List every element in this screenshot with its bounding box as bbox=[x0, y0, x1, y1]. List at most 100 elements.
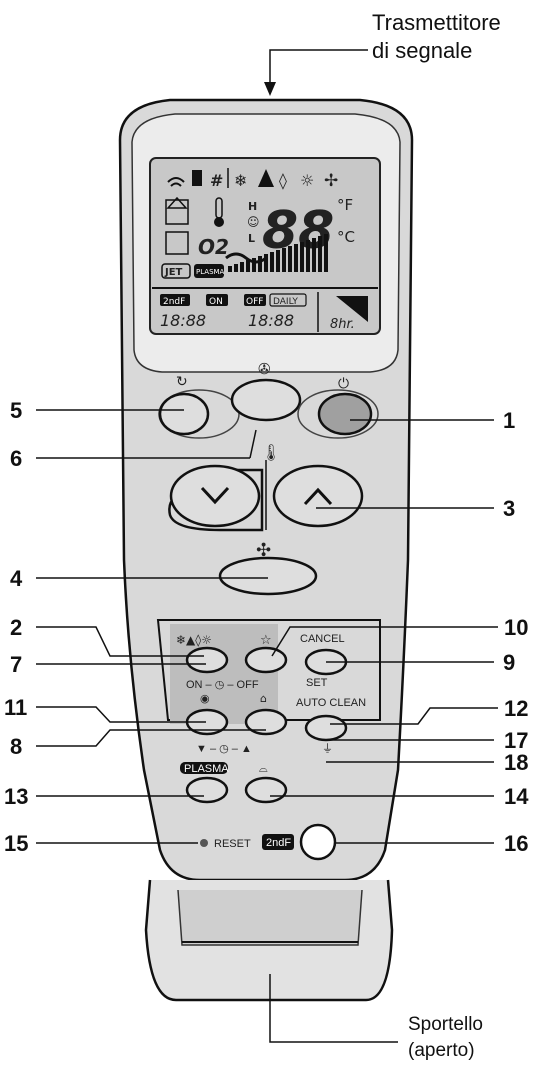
fan-speed-bars bbox=[228, 234, 328, 272]
timer-off-digits: 18:88 bbox=[248, 311, 294, 330]
callout-10: 10 bbox=[504, 615, 528, 640]
heat-icon: ☼ bbox=[300, 171, 314, 190]
on-lcd-label: ON bbox=[209, 297, 223, 307]
second-f-button[interactable] bbox=[299, 823, 337, 861]
mode-icons: ❄▲◊☼ bbox=[176, 633, 212, 647]
callout-2: 2 bbox=[10, 615, 22, 640]
door-inner bbox=[177, 889, 363, 946]
callout-15: 15 bbox=[4, 831, 28, 856]
timer-on-off-label: ON – ◷ – OFF bbox=[186, 679, 259, 691]
callout-18: 18 bbox=[504, 750, 528, 775]
o2-label: O2 bbox=[198, 235, 229, 259]
callout-11: 11 bbox=[4, 695, 27, 720]
sleep-star-icon bbox=[336, 296, 368, 322]
second-f-badge-label: 2ndF bbox=[266, 837, 291, 849]
temperature-icon: 🌡 bbox=[261, 443, 281, 462]
battery-icon bbox=[192, 170, 202, 186]
timer-up-icon: ⌂ bbox=[260, 692, 267, 705]
sleep-button[interactable] bbox=[244, 646, 288, 674]
callout-17: 17 bbox=[504, 728, 528, 753]
plasma-indicator-box bbox=[194, 264, 224, 278]
smile-icon: ☺ bbox=[247, 215, 260, 229]
temp-up-button[interactable] bbox=[272, 464, 364, 528]
fan-high-label: H bbox=[248, 200, 257, 213]
transmitter-label-line2: di segnale bbox=[372, 38, 472, 63]
door-leader bbox=[269, 974, 398, 1043]
lcd-icon-row: # ❄ ◊ ☼ ✢ bbox=[167, 168, 338, 191]
callout-13: 13 bbox=[4, 784, 28, 809]
door-label-line2: (aperto) bbox=[408, 1040, 475, 1061]
home-icon bbox=[165, 199, 189, 225]
door-label-line1: Sportello bbox=[408, 1014, 483, 1035]
callout-5: 5 bbox=[10, 398, 22, 423]
sleep-hours-label: 8hr. bbox=[330, 317, 355, 332]
lcd-timer: 2ndF ON OFF DAILY 18:88 18:88 8hr. bbox=[152, 287, 378, 332]
power-icon: ⏻ bbox=[338, 376, 349, 392]
callout-1: 1 bbox=[503, 408, 515, 433]
swing-button[interactable] bbox=[158, 392, 210, 436]
callout-4: 4 bbox=[10, 566, 23, 591]
fan-icon: ✣ bbox=[256, 540, 271, 561]
power-plug-icon: ⏚ bbox=[322, 742, 333, 755]
reset-button[interactable] bbox=[200, 839, 208, 847]
auto-clean-button[interactable] bbox=[304, 714, 348, 742]
second-f-indicator bbox=[160, 294, 190, 306]
fan-speed-button[interactable] bbox=[218, 556, 318, 596]
unit-celsius: °C bbox=[337, 228, 355, 246]
on-indicator bbox=[206, 294, 228, 306]
swing-icon bbox=[165, 231, 189, 255]
timer-panel-shade bbox=[170, 624, 278, 724]
temperature-digits: 88 bbox=[262, 201, 334, 261]
light-button[interactable] bbox=[244, 776, 288, 804]
filter-icon: # bbox=[210, 171, 223, 190]
chevron-up-icon bbox=[303, 487, 333, 506]
power-button[interactable] bbox=[317, 392, 373, 436]
swing-icon-label: ↻ bbox=[176, 374, 188, 390]
mode-button[interactable] bbox=[185, 646, 229, 674]
callout-9: 9 bbox=[503, 650, 515, 675]
transmitter-arrowhead bbox=[264, 82, 276, 96]
unit-fahrenheit: °F bbox=[337, 196, 353, 214]
plasma-badge bbox=[180, 762, 228, 774]
plasma-button[interactable] bbox=[185, 776, 229, 804]
control-panel-outline bbox=[156, 619, 381, 721]
lcd-main: H ☺ L 88 °F °C O2 JET bbox=[161, 196, 355, 279]
transmitter-leader bbox=[269, 49, 368, 92]
daily-indicator bbox=[269, 293, 307, 307]
jet-button[interactable] bbox=[230, 378, 302, 422]
chevron-down-icon bbox=[200, 486, 230, 505]
signal-icon bbox=[167, 177, 185, 187]
air-clean-icon: ◉ bbox=[200, 692, 210, 705]
set-label: SET bbox=[306, 677, 328, 689]
timer-up-button[interactable] bbox=[244, 708, 288, 736]
dry-icon bbox=[258, 169, 274, 187]
callout-12: 12 bbox=[504, 696, 528, 721]
off-lcd-label: OFF bbox=[246, 297, 263, 307]
jet-fan-icon: ✇ bbox=[258, 360, 271, 378]
plasma-badge-label: PLASMA bbox=[184, 763, 229, 775]
fan-speed-icon: ✢ bbox=[324, 171, 338, 191]
water-drop-icon: ◊ bbox=[279, 171, 287, 190]
cool-icon: ❄ bbox=[234, 171, 247, 190]
temp-down-button[interactable] bbox=[169, 464, 261, 528]
callout-6: 6 bbox=[10, 446, 22, 471]
plasma-label: PLASMA bbox=[196, 268, 225, 276]
transmitter-label-line1: Trasmettitore bbox=[372, 10, 501, 35]
off-indicator bbox=[244, 294, 266, 306]
cancel-label: CANCEL bbox=[300, 633, 345, 645]
callout-leaders bbox=[36, 409, 498, 844]
callout-8: 8 bbox=[10, 734, 22, 759]
lcd-screen bbox=[149, 157, 381, 335]
callout-14: 14 bbox=[504, 784, 529, 809]
timer-on-digits: 18:88 bbox=[160, 311, 206, 330]
callout-7: 7 bbox=[10, 652, 22, 677]
fan-low-label: L bbox=[248, 232, 255, 245]
second-f-lcd-label: 2ndF bbox=[163, 297, 185, 307]
reset-label: RESET bbox=[214, 838, 251, 850]
auto-clean-label: AUTO CLEAN bbox=[296, 697, 366, 709]
jet-indicator-box bbox=[161, 263, 191, 279]
callout-16: 16 bbox=[504, 831, 528, 856]
timer-arrows-label: ▼ – ◷ – ▲ bbox=[196, 743, 252, 755]
jet-label: JET bbox=[164, 267, 183, 278]
